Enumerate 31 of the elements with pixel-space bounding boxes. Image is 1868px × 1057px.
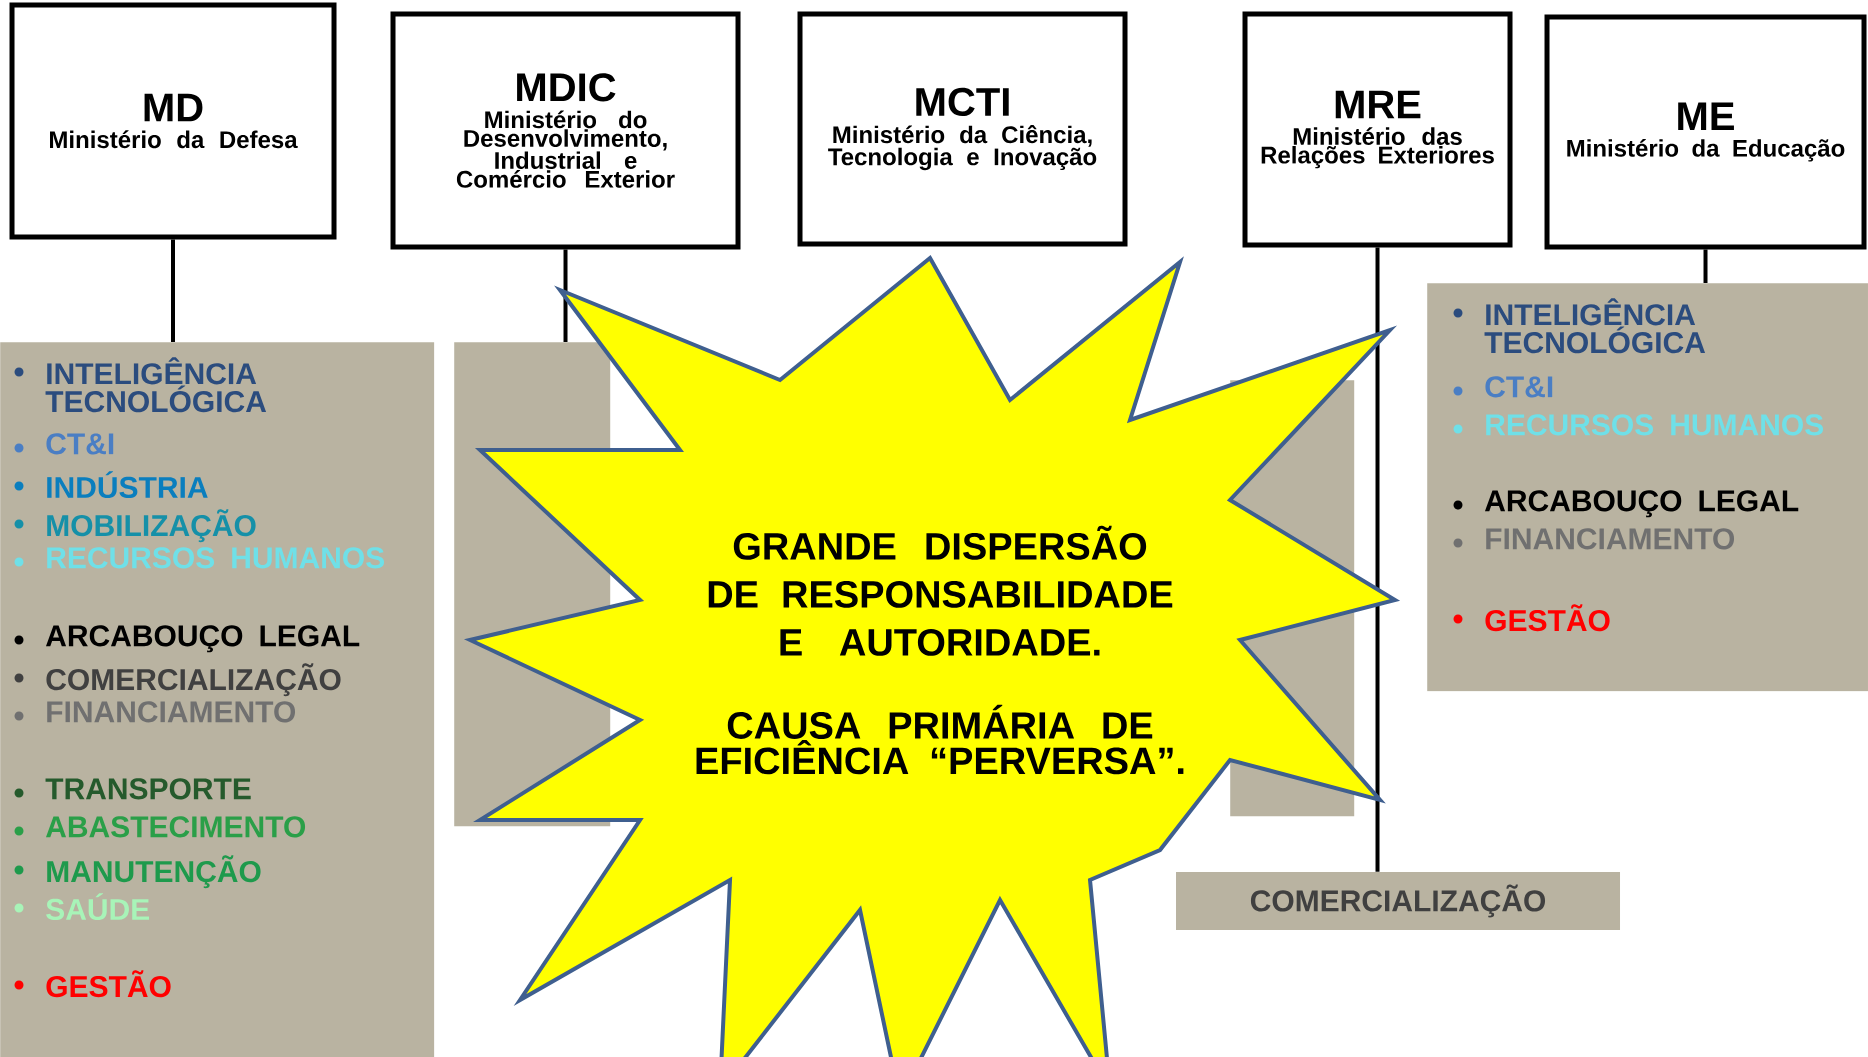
ministry-box: MD Ministério da Defesa xyxy=(9,2,337,240)
ministry-box: MCTI Ministério da Ciência, Tecnologia e Inovação xyxy=(797,11,1128,247)
list-panel xyxy=(0,342,435,1057)
list-item: ABASTECIMENTO xyxy=(14,816,306,838)
list-item: ARCABOUÇO LEGAL xyxy=(1453,490,1799,518)
list-item: COMERCIALIZAÇÃO xyxy=(14,663,341,697)
list-item: RECURSOS HUMANOS xyxy=(14,547,384,569)
list-item: ARCABOUÇO LEGAL xyxy=(14,625,360,653)
list-item: INTELIGÊNCIA TECNOLÓGICA xyxy=(14,357,267,413)
list-item: RECURSOS HUMANOS xyxy=(1453,414,1823,436)
list-item: CT&I xyxy=(1453,376,1553,398)
ministry-box: ME Ministério da Educação xyxy=(1544,14,1867,250)
list-item: INTELIGÊNCIA TECNOLÓGICA xyxy=(1453,298,1706,354)
list-item: FINANCIAMENTO xyxy=(14,701,296,723)
connector-line xyxy=(1375,247,1380,872)
list-item: GESTÃO xyxy=(14,970,171,998)
connector-line xyxy=(1703,249,1708,283)
label-box: COMERCIALIZAÇÃO xyxy=(1176,872,1620,930)
connector-line xyxy=(563,249,568,342)
list-item: FINANCIAMENTO xyxy=(1453,528,1735,550)
connector-line xyxy=(171,239,175,342)
ministry-box: MRE Ministério das Relações Exteriores xyxy=(1242,11,1513,248)
list-item: CT&I xyxy=(14,433,114,455)
list-item: TRANSPORTE xyxy=(14,778,251,800)
list-item: INDÚSTRIA xyxy=(14,471,208,499)
ministry-box: MDIC Ministério do Desenvolvimento, Industrial e Comércio Exterior xyxy=(390,11,741,250)
list-item: MANUTENÇÃO xyxy=(14,855,261,889)
list-item: GESTÃO xyxy=(1453,604,1610,632)
list-item: SAÚDE xyxy=(14,893,150,921)
list-panel xyxy=(1427,283,1868,692)
list-item: MOBILIZAÇÃO xyxy=(14,509,256,543)
